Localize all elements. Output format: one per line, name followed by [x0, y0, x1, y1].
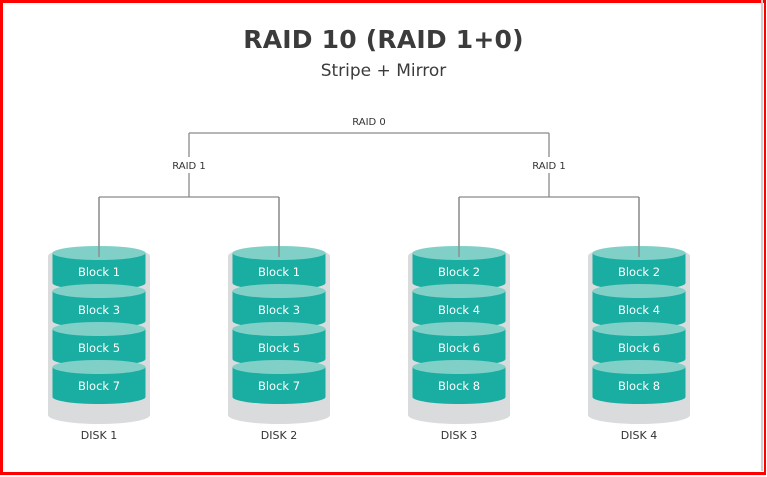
block-body	[52, 253, 146, 290]
block-top	[52, 322, 146, 336]
disk: Block 1 Block 3 Block 5 Block 7 DISK 1	[48, 197, 150, 442]
raid1-label: RAID 1	[172, 161, 206, 172]
block: Block 1	[52, 246, 146, 290]
block-label: Block 7	[258, 379, 300, 393]
block-body	[52, 291, 146, 328]
block: Block 6	[592, 322, 686, 367]
block-top	[592, 322, 686, 336]
block: Block 8	[412, 360, 506, 404]
block-top	[232, 322, 326, 336]
block-label: Block 2	[618, 265, 660, 279]
block-label: Block 8	[618, 379, 660, 393]
block-top	[592, 284, 686, 298]
block-top	[52, 360, 146, 374]
block-label: Block 6	[618, 341, 660, 355]
block-label: Block 5	[258, 341, 300, 355]
block-body	[232, 367, 326, 404]
block-top	[232, 360, 326, 374]
diagram-subtitle: Stripe + Mirror	[320, 61, 447, 81]
disk-label: DISK 2	[261, 429, 297, 442]
block-body	[592, 367, 686, 404]
disk: Block 1 Block 3 Block 5 Block 7 DISK 2	[228, 197, 330, 442]
block-label: Block 5	[78, 341, 120, 355]
block-label: Block 2	[438, 265, 480, 279]
diagram-title: RAID 10 (RAID 1+0)	[243, 25, 524, 54]
block: Block 5	[232, 322, 326, 367]
block-body	[412, 291, 506, 328]
block-top	[412, 322, 506, 336]
block-body	[412, 367, 506, 404]
block-label: Block 4	[618, 303, 660, 317]
block-body	[592, 291, 686, 328]
block-top	[412, 360, 506, 374]
disk: Block 2 Block 4 Block 6 Block 8 DISK 4	[588, 197, 690, 442]
block: Block 4	[412, 284, 506, 328]
block: Block 7	[232, 360, 326, 404]
block-body	[592, 253, 686, 290]
block: Block 4	[592, 284, 686, 328]
block-body	[592, 329, 686, 367]
block-label: Block 1	[78, 265, 120, 279]
block: Block 2	[592, 246, 686, 290]
block-body	[232, 253, 326, 290]
block: Block 8	[592, 360, 686, 404]
block-label: Block 4	[438, 303, 480, 317]
block-body	[52, 367, 146, 404]
raid0-label: RAID 0	[352, 117, 386, 128]
block-body	[52, 329, 146, 367]
image-border-shadow	[761, 0, 763, 471]
disk-label: DISK 3	[441, 429, 477, 442]
block-top	[232, 284, 326, 298]
block-top	[52, 284, 146, 298]
block-body	[412, 329, 506, 367]
block: Block 3	[232, 284, 326, 328]
block: Block 5	[52, 322, 146, 367]
raid1-label: RAID 1	[532, 161, 566, 172]
block-body	[232, 329, 326, 367]
block-label: Block 7	[78, 379, 120, 393]
block-label: Block 3	[78, 303, 120, 317]
block: Block 6	[412, 322, 506, 367]
block-label: Block 1	[258, 265, 300, 279]
disk-label: DISK 4	[621, 429, 657, 442]
block-top	[412, 284, 506, 298]
block: Block 3	[52, 284, 146, 328]
block: Block 7	[52, 360, 146, 404]
tree-labels: RAID 0 RAID 1 RAID 1	[172, 117, 566, 172]
block-body	[412, 253, 506, 290]
block-body	[232, 291, 326, 328]
block-label: Block 8	[438, 379, 480, 393]
block-label: Block 6	[438, 341, 480, 355]
disk-label: DISK 1	[81, 429, 117, 442]
tree-lines	[98, 132, 640, 260]
disk: Block 2 Block 4 Block 6 Block 8 DISK 3	[408, 197, 510, 442]
block-label: Block 3	[258, 303, 300, 317]
block-top	[592, 360, 686, 374]
